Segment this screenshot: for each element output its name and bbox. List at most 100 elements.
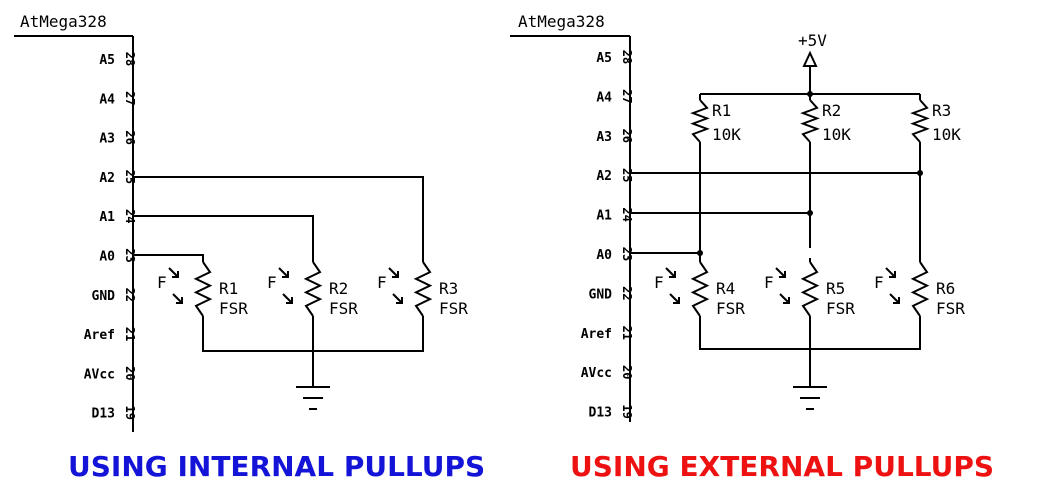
pin-number: 26 bbox=[620, 129, 634, 143]
pin-label: Aref bbox=[84, 328, 115, 343]
resistor-ref: R4 bbox=[716, 279, 735, 298]
force-label: F bbox=[764, 273, 774, 292]
resistor-ref: R1 bbox=[219, 279, 238, 298]
force-label: F bbox=[874, 273, 884, 292]
pin-label: A1 bbox=[596, 209, 612, 224]
pin-number: 24 bbox=[620, 207, 634, 221]
force-arrow-icon bbox=[168, 267, 179, 278]
fsr-zigzag bbox=[193, 261, 213, 317]
resistor-ref: R2 bbox=[822, 101, 841, 120]
pin-label: A2 bbox=[596, 169, 612, 184]
pin-number: 22 bbox=[123, 288, 137, 302]
pin-number: 23 bbox=[123, 248, 137, 262]
pullup-zigzag bbox=[690, 99, 710, 143]
force-arrow-icon bbox=[392, 293, 403, 304]
supply-label: +5V bbox=[798, 31, 827, 50]
pin-number: 25 bbox=[123, 170, 137, 184]
pin-number: 19 bbox=[620, 404, 634, 418]
pin-label: A0 bbox=[596, 248, 612, 263]
left-wire-a0 bbox=[133, 254, 204, 258]
resistor-ref: R6 bbox=[936, 279, 955, 298]
resistor-ref: R5 bbox=[826, 279, 845, 298]
pin-number: 23 bbox=[620, 247, 634, 261]
pin-label: A5 bbox=[596, 51, 612, 66]
pin-label: D13 bbox=[589, 406, 612, 421]
resistor-ref: R3 bbox=[439, 279, 458, 298]
pin-label: A4 bbox=[99, 92, 115, 107]
pin-number: 27 bbox=[620, 89, 634, 103]
force-arrow-icon bbox=[282, 293, 293, 304]
pin-label: Aref bbox=[581, 327, 612, 342]
force-arrow-icon bbox=[665, 267, 676, 278]
pin-label: GND bbox=[589, 287, 613, 302]
pin-label: A3 bbox=[99, 132, 115, 147]
resistor-value: 10K bbox=[712, 125, 741, 144]
pin-label: AVcc bbox=[581, 366, 612, 381]
fsr-zigzag bbox=[910, 261, 930, 317]
pin-number: 19 bbox=[123, 405, 137, 419]
force-label: F bbox=[377, 273, 387, 292]
pin-label: AVcc bbox=[84, 367, 115, 382]
fsr-zigzag bbox=[800, 261, 820, 317]
left-chip-name: AtMega328 bbox=[20, 12, 107, 31]
pin-label: D13 bbox=[92, 407, 115, 422]
resistor-value: FSR bbox=[329, 299, 358, 318]
pin-number: 28 bbox=[620, 50, 634, 64]
resistor-value: FSR bbox=[439, 299, 468, 318]
right-chip-name: AtMega328 bbox=[518, 12, 605, 31]
force-arrow-icon bbox=[669, 293, 680, 304]
resistor-value: 10K bbox=[822, 125, 851, 144]
pin-label: GND bbox=[92, 289, 116, 304]
left-ground-icon bbox=[296, 386, 330, 410]
pin-number: 21 bbox=[620, 326, 634, 340]
pin-number: 21 bbox=[123, 327, 137, 341]
supply-arrow-icon bbox=[802, 50, 818, 67]
pin-label: A2 bbox=[99, 171, 115, 186]
resistor-ref: R2 bbox=[329, 279, 348, 298]
force-arrow-icon bbox=[889, 293, 900, 304]
fsr-zigzag bbox=[413, 261, 433, 317]
resistor-value: FSR bbox=[826, 299, 855, 318]
force-arrow-icon bbox=[775, 267, 786, 278]
pin-number: 24 bbox=[123, 209, 137, 223]
right-caption: USING EXTERNAL PULLUPS bbox=[570, 450, 994, 483]
pin-number: 25 bbox=[620, 168, 634, 182]
left-wire-a1 bbox=[133, 215, 314, 258]
force-arrow-icon bbox=[172, 293, 183, 304]
pin-number: 20 bbox=[620, 365, 634, 379]
force-arrow-icon bbox=[278, 267, 289, 278]
pin-label: A5 bbox=[99, 53, 115, 68]
pin-number: 28 bbox=[123, 52, 137, 66]
fsr-zigzag bbox=[303, 261, 323, 317]
force-label: F bbox=[654, 273, 664, 292]
pin-number: 22 bbox=[620, 286, 634, 300]
force-label: F bbox=[267, 273, 277, 292]
pin-label: A4 bbox=[596, 90, 612, 105]
resistor-value: 10K bbox=[932, 125, 961, 144]
right-ground-icon bbox=[793, 386, 827, 410]
resistor-value: FSR bbox=[936, 299, 965, 318]
pin-number: 26 bbox=[123, 130, 137, 144]
resistor-ref: R3 bbox=[932, 101, 951, 120]
resistor-value: FSR bbox=[716, 299, 745, 318]
left-caption: USING INTERNAL PULLUPS bbox=[68, 450, 485, 483]
fsr-zigzag bbox=[690, 261, 710, 317]
force-arrow-icon bbox=[779, 293, 790, 304]
pin-label: A3 bbox=[596, 130, 612, 145]
